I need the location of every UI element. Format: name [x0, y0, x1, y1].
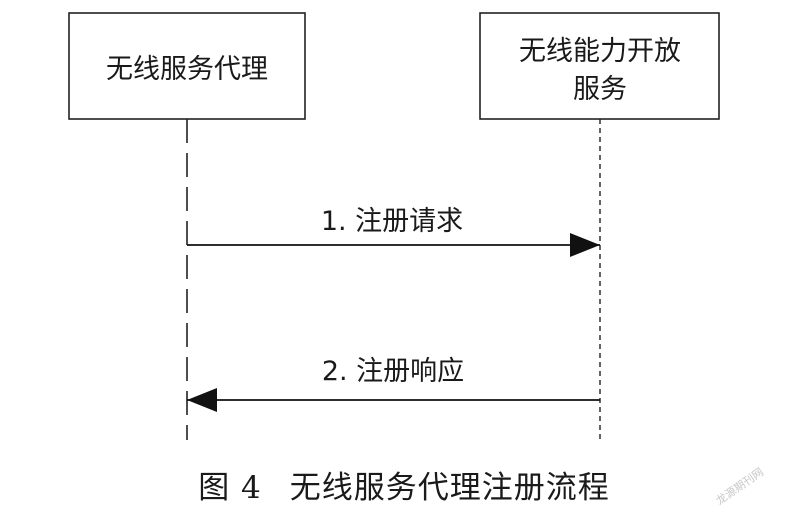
participant-service-label-line1: 无线能力开放 [519, 36, 681, 67]
message-1: 1. 注册请求 [187, 206, 600, 257]
figure-title: 无线服务代理注册流程 [289, 470, 610, 506]
participant-agent-label: 无线服务代理 [106, 54, 268, 85]
message-2-label: 2. 注册响应 [322, 356, 464, 387]
message-1-label: 1. 注册请求 [321, 206, 463, 237]
message-2: 2. 注册响应 [187, 356, 600, 412]
participant-service-box [479, 12, 720, 120]
participant-agent-box [68, 12, 306, 120]
participant-service-label-line2: 服务 [573, 74, 627, 105]
participant-service: 无线能力开放 服务 [479, 12, 720, 120]
figure-number: 图 4 [198, 470, 262, 506]
figure-caption: 图 4 无线服务代理注册流程 [0, 462, 808, 507]
participant-agent: 无线服务代理 [68, 12, 306, 120]
